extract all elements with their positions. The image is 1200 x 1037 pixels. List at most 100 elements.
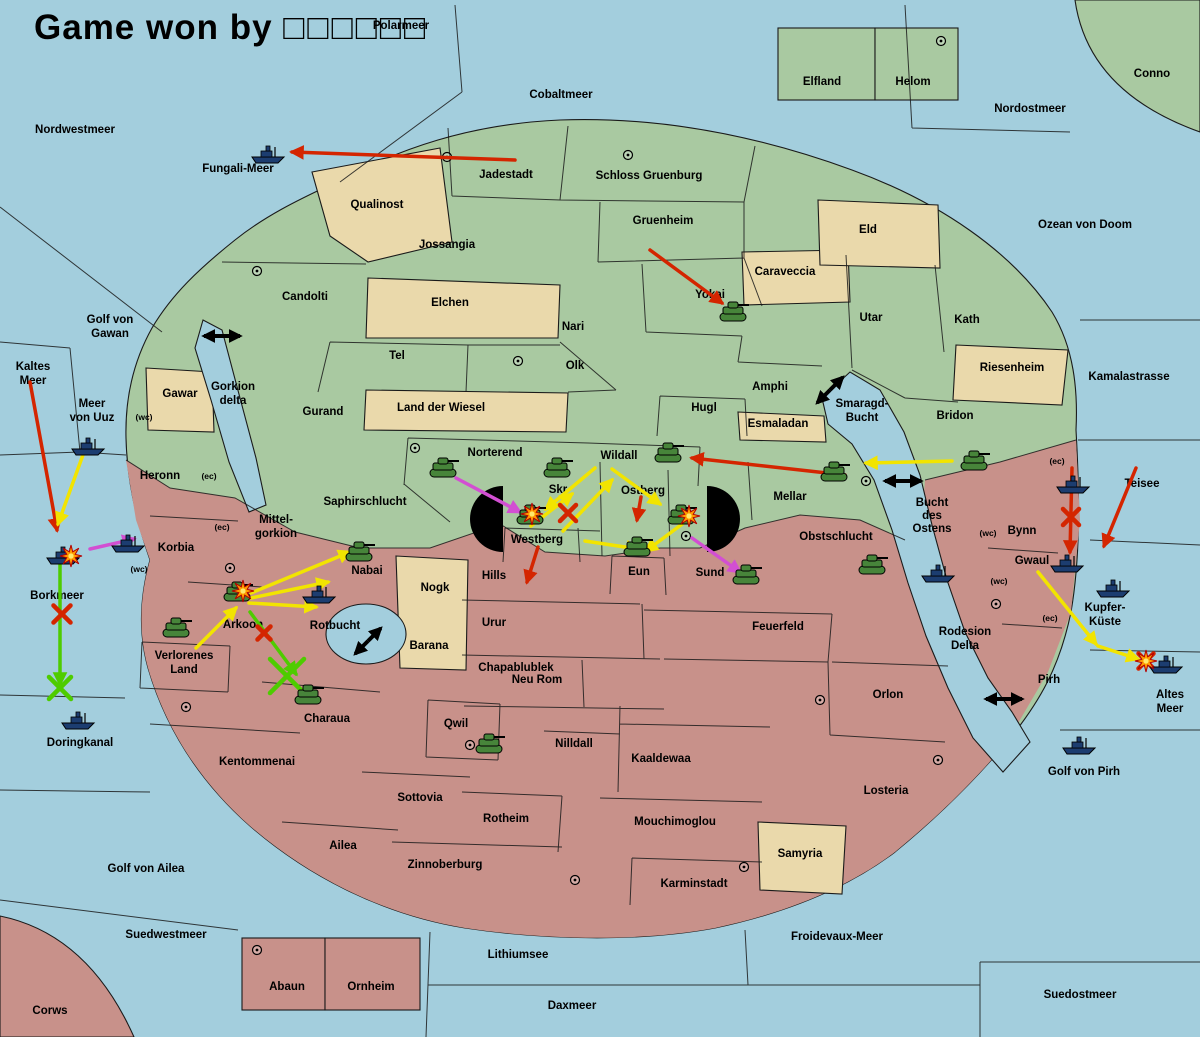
army-unit[interactable]: [162, 617, 192, 638]
territory-label: Polarmeer: [373, 20, 430, 32]
territory-label: Nari: [562, 321, 584, 333]
order-fail-x-mark: [46, 674, 74, 702]
territory-borders-north: [221, 125, 959, 596]
territory-label: Feuerfeld: [752, 621, 804, 633]
fleet-unit[interactable]: [251, 145, 286, 164]
move-arrow-yellow: [1096, 644, 1141, 663]
territory-label: Obstschlucht: [799, 531, 873, 543]
territory-label: Neu Rom: [512, 674, 562, 686]
army-unit[interactable]: [294, 684, 324, 705]
territory-label: Delta: [951, 640, 980, 652]
supply-center-dot: [990, 598, 1002, 610]
territory-label: Abaun: [269, 981, 305, 993]
conflict-explosion-icon: [59, 544, 83, 568]
order-fail-x-mark: [267, 656, 307, 696]
supply-center-dot: [680, 530, 692, 542]
southern-red-region: [126, 460, 1007, 938]
army-unit[interactable]: [732, 564, 762, 585]
territory-label: Losteria: [864, 785, 909, 797]
territory-label: Pirh: [1038, 674, 1060, 686]
territory-label: Sund: [696, 567, 725, 579]
conflict-explosion-icon: [677, 504, 701, 528]
fleet-unit[interactable]: [111, 534, 146, 553]
territory-label: Smaragd-: [835, 398, 888, 410]
smaragd-ostens-channel: [821, 371, 1031, 773]
territory-label: Riesenheim: [980, 362, 1045, 374]
fleet-unit[interactable]: [1050, 554, 1085, 573]
territory-label: Land: [170, 664, 197, 676]
army-unit[interactable]: [623, 536, 653, 557]
territory-label: Qualinost: [350, 199, 403, 211]
territory-label: Meer: [79, 398, 106, 410]
territory-label: Gawan: [91, 328, 129, 340]
territory-label: Jossangia: [419, 239, 476, 251]
title-text: Game won by: [34, 8, 273, 47]
territory-label: Jadestadt: [479, 169, 533, 181]
army-unit[interactable]: [960, 450, 990, 471]
fleet-unit[interactable]: [1062, 736, 1097, 755]
move-arrow-yellow: [610, 467, 663, 506]
territory-label: Doringkanal: [47, 737, 113, 749]
territory-label: Froidevaux-Meer: [791, 931, 884, 943]
territory-label: Bynn: [1008, 525, 1037, 537]
winner-name-boxes: □□□□□□: [283, 8, 429, 47]
territory-label: Suedostmeer: [1044, 989, 1117, 1001]
army-unit[interactable]: [345, 541, 375, 562]
army-unit[interactable]: [654, 442, 684, 463]
move-arrow-red: [289, 145, 517, 162]
territory-label: Conno: [1134, 68, 1170, 80]
territory-label: Golf von: [87, 314, 134, 326]
territory-label: Fungali-Meer: [202, 163, 274, 175]
supply-center-dot: [569, 874, 581, 886]
fleet-unit[interactable]: [1056, 475, 1091, 494]
territory-label: Wildall: [601, 450, 638, 462]
convoy-half-disk: [470, 486, 503, 552]
territory-borders-south: [139, 515, 1063, 906]
move-arrow-red: [1101, 466, 1138, 549]
fleet-unit[interactable]: [921, 564, 956, 583]
territory-label: Mouchimoglou: [634, 816, 716, 828]
territory-label: Suedwestmeer: [125, 929, 207, 941]
supply-center-dot: [180, 701, 192, 713]
move-arrow-red: [648, 248, 725, 305]
fleet-unit[interactable]: [71, 437, 106, 456]
territory-label: Schloss Gruenburg: [596, 170, 703, 182]
coast-label: (ec): [1049, 456, 1064, 466]
coast-label: (wc): [131, 564, 148, 574]
move-arrow-yellow: [194, 605, 239, 650]
army-unit[interactable]: [858, 554, 888, 575]
territory-label: Candolti: [282, 291, 328, 303]
region-conno: [1074, 0, 1200, 133]
territory-label: Zinnoberburg: [408, 859, 483, 871]
fleet-unit[interactable]: [61, 711, 96, 730]
territory-label: Korbia: [158, 542, 195, 554]
territory-label: Borkmeer: [30, 590, 84, 602]
army-unit[interactable]: [719, 301, 749, 322]
coast-label: (wc): [991, 576, 1008, 586]
supply-center-dot: [622, 149, 634, 161]
move-arrow-yellow: [543, 466, 597, 511]
faction-boundary: [125, 439, 1077, 557]
army-unit[interactable]: [543, 457, 573, 478]
fleet-unit[interactable]: [302, 585, 337, 604]
fleet-unit[interactable]: [1096, 579, 1131, 598]
strait-arrows-layer: [201, 329, 1025, 706]
territory-label: Verlorenes: [155, 650, 214, 662]
army-unit[interactable]: [429, 457, 459, 478]
territory-label: Mellar: [773, 491, 807, 503]
army-unit[interactable]: [475, 733, 505, 754]
convoy-half-disk: [707, 486, 740, 552]
territory-label: Heronn: [140, 470, 180, 482]
territory-label: Gorkion: [211, 381, 255, 393]
territory-label: Ostens: [913, 523, 952, 535]
territory-label: Nordwestmeer: [35, 124, 115, 136]
territory-label: Eld: [859, 224, 877, 236]
move-arrow-green: [248, 610, 298, 677]
army-unit[interactable]: [820, 461, 850, 482]
fleet-unit[interactable]: [1149, 655, 1184, 674]
region-riesenheim: [952, 344, 1069, 406]
territory-label: Ornheim: [347, 981, 394, 993]
territory-label: Gruenheim: [633, 215, 694, 227]
